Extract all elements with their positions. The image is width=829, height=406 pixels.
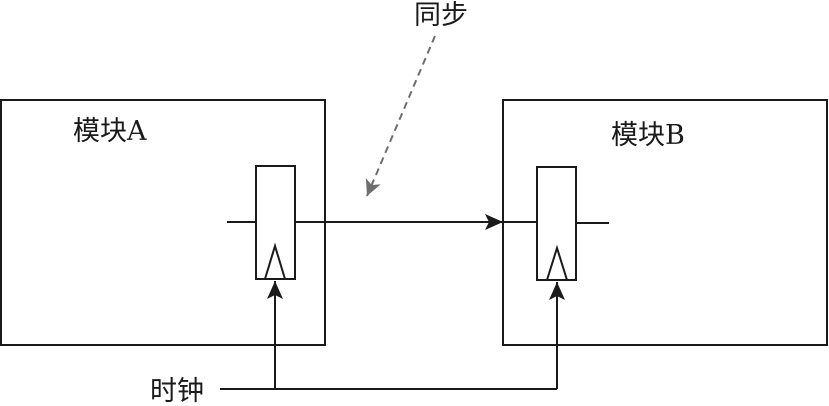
sync-annotation: 同步 — [365, 0, 468, 197]
flip-flop-b-clock-triangle — [546, 244, 568, 281]
module-a: 模块A — [0, 99, 326, 346]
module-b: 模块B — [502, 99, 828, 346]
clock-network: 时钟 — [150, 281, 565, 406]
flip-flop-a-body — [255, 165, 296, 280]
sync-label: 同步 — [414, 0, 468, 31]
flip-flop-a-clock-triangle — [264, 242, 286, 280]
flip-flop-a — [227, 165, 296, 280]
module-b-label: 模块B — [611, 120, 685, 151]
flip-flop-b — [536, 166, 609, 281]
flip-flop-b-body — [536, 166, 577, 281]
clock-label: 时钟 — [150, 376, 204, 406]
module-a-label: 模块A — [73, 116, 147, 147]
sync-dashed-arrow — [365, 35, 436, 197]
